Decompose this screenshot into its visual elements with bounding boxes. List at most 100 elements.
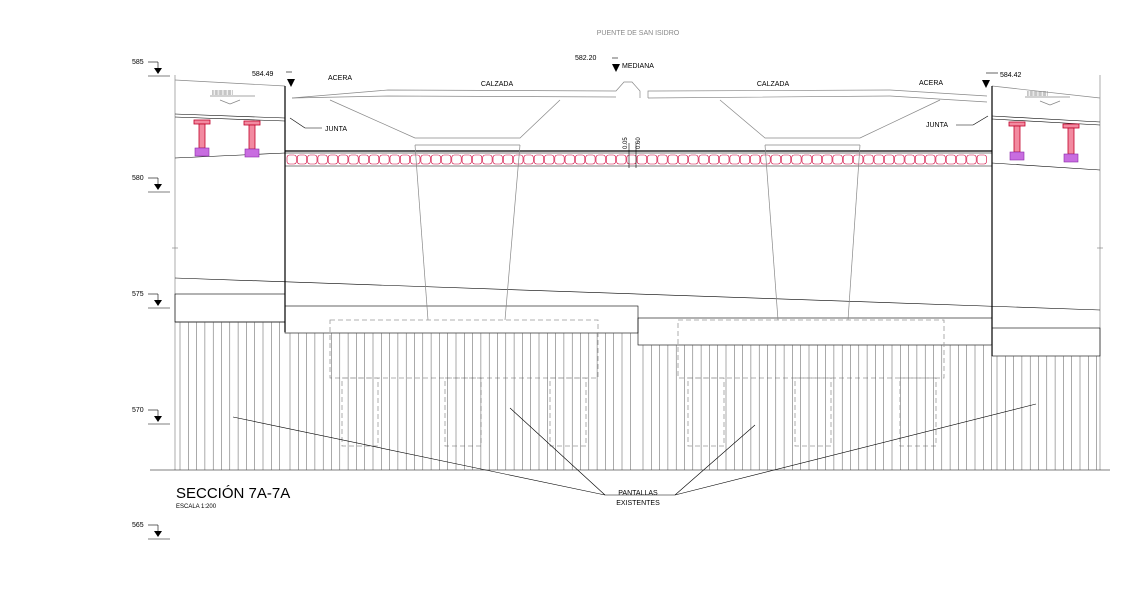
slab-cell — [935, 154, 946, 165]
level-label: 580 — [132, 175, 144, 182]
slab-cell — [348, 154, 359, 165]
joint-right: JUNTA — [926, 115, 989, 129]
ground-hatching — [179, 322, 1097, 470]
slab-cell — [626, 154, 637, 165]
existing-walls-right — [677, 319, 945, 447]
slab-cell — [575, 154, 586, 165]
slab-cell — [925, 154, 936, 165]
slab-cell — [605, 154, 616, 165]
girder-icon — [193, 119, 211, 157]
slab-cell — [286, 154, 297, 165]
dimension-label: 0.60 — [636, 137, 642, 149]
slab-cell — [770, 154, 781, 165]
slab-cell — [482, 154, 493, 165]
slab-cell — [976, 154, 987, 165]
slab-cell — [842, 154, 853, 165]
hollow-slab-cells — [286, 154, 987, 165]
right-abutment: |||||||||||||||| — [991, 85, 1101, 357]
walls-label-line1: PANTALLAS — [618, 490, 658, 497]
slab-cell — [358, 154, 369, 165]
slab-cell — [739, 154, 750, 165]
slab-cell — [379, 154, 390, 165]
slab-cell — [863, 154, 874, 165]
roadway-right-label: CALZADA — [757, 81, 790, 88]
left-abutment: |||||||||||||||| — [174, 79, 286, 323]
slab-cell — [317, 154, 328, 165]
slab-cell — [688, 154, 699, 165]
left-precast-girders — [193, 119, 261, 158]
elevation-value: 584.42 — [1000, 72, 1022, 79]
level-mark-575: 575 — [132, 291, 170, 309]
slab-cell — [647, 154, 658, 165]
slab-cell — [873, 154, 884, 165]
girder-icon — [1008, 121, 1026, 161]
walls-label-line2: EXISTENTES — [616, 500, 660, 507]
slab-cell — [657, 154, 668, 165]
walls-leader-lines — [232, 403, 1037, 496]
slab-cell — [781, 154, 792, 165]
slab-cell — [410, 154, 421, 165]
slab-cell — [544, 154, 555, 165]
level-label: 575 — [132, 291, 144, 298]
slab-cell — [451, 154, 462, 165]
slab-cell — [801, 154, 812, 165]
sidewalk-right-label: ACERA — [919, 80, 943, 87]
median-label: MEDIANA — [622, 63, 654, 70]
level-label: 585 — [132, 59, 144, 66]
deck-profile — [291, 81, 988, 321]
slab-cell — [914, 154, 925, 165]
slab-cell — [966, 154, 977, 165]
main-structure — [174, 86, 1101, 356]
slab-cell — [719, 154, 730, 165]
svg-text:||||||||||||||||: |||||||||||||||| — [1027, 91, 1048, 97]
dimension-label: 0.05 — [623, 137, 629, 149]
section-title: SECCIÓN 7A-7A — [176, 485, 290, 502]
project-title: PUENTE DE SAN ISIDRO — [597, 30, 680, 37]
level-label: 570 — [132, 407, 144, 414]
girder-icon — [243, 120, 261, 158]
scale-label: ESCALA 1:200 — [176, 504, 217, 510]
elevation-value: 584.49 — [252, 71, 274, 78]
slab-cell — [750, 154, 761, 165]
slab-dimensions: 0.05 0.60 — [623, 137, 642, 168]
slab-cell — [338, 154, 349, 165]
roadway-left-label: CALZADA — [481, 81, 514, 88]
slab-cell — [956, 154, 967, 165]
joint-left: JUNTA — [289, 117, 347, 133]
level-mark-570: 570 — [132, 407, 170, 425]
slab-cell — [389, 154, 400, 165]
slab-cell — [585, 154, 596, 165]
slab-cell — [502, 154, 513, 165]
joint-label: JUNTA — [926, 122, 948, 129]
slab-cell — [698, 154, 709, 165]
slab-cell — [884, 154, 895, 165]
slab-cell — [678, 154, 689, 165]
level-label: 565 — [132, 522, 144, 529]
slab-cell — [791, 154, 802, 165]
existing-walls-left — [329, 319, 599, 447]
slab-cell — [729, 154, 740, 165]
slab-cell — [832, 154, 843, 165]
slab-cell — [420, 154, 431, 165]
slab-cell — [307, 154, 318, 165]
elevation-value: 582.20 — [575, 55, 597, 62]
slab-cell — [533, 154, 544, 165]
elevation-left: 584.49 — [252, 71, 295, 87]
sidewalk-left-label: ACERA — [328, 75, 352, 82]
slab-cell — [945, 154, 956, 165]
level-mark-580: 580 — [132, 175, 170, 193]
slab-cell — [472, 154, 483, 165]
slab-cell — [667, 154, 678, 165]
slab-cell — [904, 154, 915, 165]
elevation-right: 584.42 — [982, 72, 1022, 88]
slab-cell — [461, 154, 472, 165]
slab-cell — [636, 154, 647, 165]
slab-cell — [822, 154, 833, 165]
slab-cell — [430, 154, 441, 165]
slab-cell — [616, 154, 627, 165]
slab-cell — [564, 154, 575, 165]
slab-cell — [327, 154, 338, 165]
slab-cell — [399, 154, 410, 165]
svg-text:||||||||||||||||: |||||||||||||||| — [212, 90, 233, 96]
